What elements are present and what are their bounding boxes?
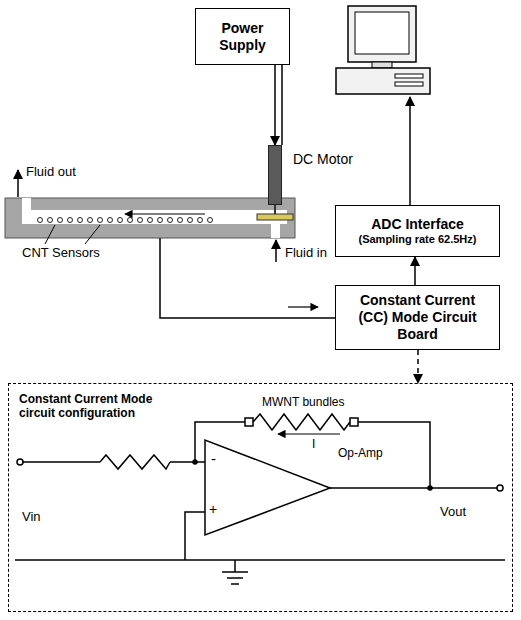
dc-motor: DC Motor bbox=[268, 145, 282, 205]
cnt-sensors bbox=[38, 218, 213, 223]
op-amp-symbol bbox=[205, 440, 330, 535]
inlet bbox=[271, 222, 280, 238]
pin-sign: - bbox=[211, 450, 216, 467]
flow-arrow bbox=[125, 213, 205, 214]
current-arrow bbox=[278, 433, 340, 434]
sensor-dot bbox=[158, 218, 163, 223]
sensor-dot bbox=[118, 218, 123, 223]
computer-icon bbox=[336, 6, 430, 94]
drive-slot bbox=[395, 82, 423, 86]
outflow-arrow bbox=[17, 170, 19, 197]
connector-arrow bbox=[274, 65, 276, 145]
leader-line bbox=[45, 225, 55, 244]
node-title: ADC Interface bbox=[371, 216, 464, 233]
signal-name: Vin bbox=[22, 510, 41, 525]
wire bbox=[170, 461, 205, 463]
contact-pad bbox=[245, 418, 253, 426]
monitor-screen bbox=[355, 12, 409, 54]
vout-terminal bbox=[497, 485, 503, 491]
sensor-dot bbox=[178, 218, 183, 223]
mwnt-resistor bbox=[253, 414, 350, 430]
circuit-detail-frame: Constant Current Mode circuit configurat… bbox=[8, 383, 513, 612]
wire bbox=[185, 512, 205, 560]
sensor-dot bbox=[58, 218, 63, 223]
circuit-schematic bbox=[15, 414, 505, 584]
sensor-dot bbox=[88, 218, 93, 223]
monitor-stand bbox=[372, 62, 392, 68]
ground-symbol bbox=[234, 560, 236, 572]
signal-name: Vout bbox=[440, 505, 466, 520]
leader-line bbox=[85, 225, 100, 244]
sensor-dot bbox=[68, 218, 73, 223]
flow-label: Fluid in bbox=[285, 246, 327, 261]
node-subtitle: (Sampling rate 62.5Hz) bbox=[359, 233, 477, 246]
pin-sign: + bbox=[209, 501, 217, 517]
ground-symbol bbox=[227, 577, 243, 579]
sensor-dot bbox=[188, 218, 193, 223]
outlet bbox=[22, 198, 31, 212]
ground-symbol bbox=[222, 571, 248, 573]
sensor-dot bbox=[198, 218, 203, 223]
inflow-arrow bbox=[275, 240, 277, 262]
component-label: Op-Amp bbox=[338, 447, 383, 461]
component-label: MWNT bundles bbox=[262, 396, 344, 410]
input-resistor bbox=[100, 455, 170, 469]
computer-case bbox=[336, 68, 430, 94]
monitor bbox=[348, 6, 416, 62]
sensor-label: CNT Sensors bbox=[22, 246, 100, 261]
channel-lumen bbox=[22, 210, 287, 224]
adc-interface-box: ADC Interface(Sampling rate 62.5Hz) bbox=[335, 205, 500, 257]
feedback-wire bbox=[195, 422, 245, 462]
sensor-lead bbox=[160, 238, 335, 318]
connector-arrow bbox=[417, 350, 419, 383]
power-wire bbox=[281, 65, 283, 145]
sensor-dot bbox=[98, 218, 103, 223]
junction-dot bbox=[193, 460, 197, 464]
current-label: I bbox=[312, 438, 315, 452]
node-title: Constant Current (CC) Mode Circuit Board bbox=[345, 292, 490, 342]
data-arrow bbox=[409, 97, 411, 205]
node-title: Power Supply bbox=[208, 20, 278, 54]
sensor-dot bbox=[148, 218, 153, 223]
sensor-dot bbox=[168, 218, 173, 223]
vin-terminal bbox=[17, 459, 23, 465]
motor-shaft bbox=[274, 205, 276, 214]
sensor-dot bbox=[78, 218, 83, 223]
connector-arrow bbox=[414, 257, 416, 285]
sensor-dot bbox=[128, 218, 133, 223]
ground-rail bbox=[15, 559, 505, 561]
fluid-channel bbox=[5, 198, 295, 238]
sensor-dot bbox=[208, 218, 213, 223]
sensor-dot bbox=[38, 218, 43, 223]
flow-label: Fluid out bbox=[26, 165, 76, 180]
circuit-board-box: Constant Current (CC) Mode Circuit Board bbox=[335, 285, 500, 350]
sensor-dot bbox=[48, 218, 53, 223]
contact-pad bbox=[350, 418, 358, 426]
node-title: DC Motor bbox=[293, 151, 353, 168]
wire bbox=[23, 461, 100, 463]
sensor-dot bbox=[138, 218, 143, 223]
output-wire bbox=[330, 487, 497, 489]
drive-slot bbox=[395, 74, 423, 78]
signal-arrow bbox=[288, 306, 318, 307]
ground-symbol bbox=[231, 583, 239, 585]
sensor-dot bbox=[108, 218, 113, 223]
channel-body bbox=[5, 198, 295, 238]
power-supply-box: Power Supply bbox=[195, 8, 290, 65]
node-title: Constant Current Mode circuit configurat… bbox=[19, 392, 189, 421]
impeller bbox=[257, 214, 293, 220]
